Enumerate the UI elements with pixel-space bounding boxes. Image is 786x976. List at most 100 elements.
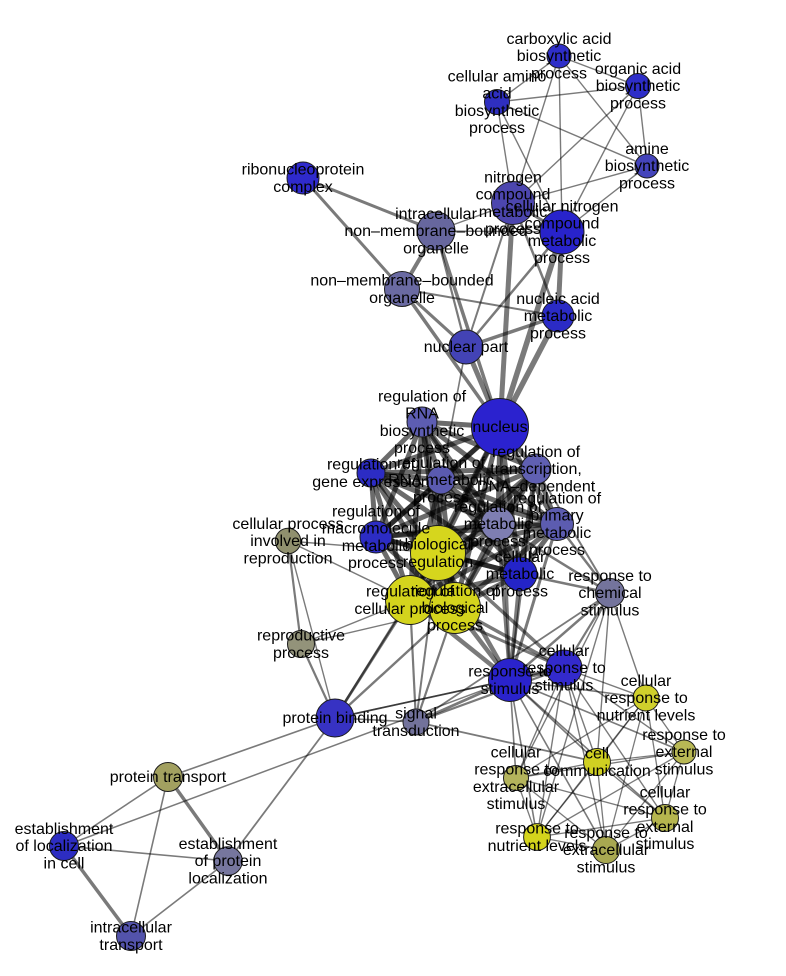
svg-text:acid: acid — [482, 86, 511, 103]
svg-text:nucleic acid: nucleic acid — [516, 291, 600, 308]
svg-text:process: process — [534, 250, 590, 267]
svg-text:nutrient levels: nutrient levels — [597, 707, 696, 724]
svg-text:reproductive: reproductive — [257, 628, 345, 645]
svg-text:amine: amine — [625, 141, 669, 158]
svg-text:process: process — [273, 645, 329, 662]
svg-text:metabolic: metabolic — [523, 525, 591, 542]
svg-text:regulation of: regulation of — [332, 503, 421, 520]
svg-text:process: process — [492, 583, 548, 600]
svg-text:communication: communication — [543, 763, 651, 780]
svg-text:macromolecule: macromolecule — [322, 521, 431, 538]
svg-text:intracellular: intracellular — [395, 206, 477, 223]
svg-text:organelle: organelle — [403, 240, 469, 257]
svg-text:metabolic: metabolic — [524, 308, 592, 325]
svg-text:metabolic: metabolic — [528, 233, 596, 250]
svg-text:cellular: cellular — [491, 744, 542, 761]
svg-text:protein binding: protein binding — [283, 710, 388, 727]
svg-text:metabolic: metabolic — [479, 204, 547, 221]
svg-text:transport: transport — [99, 937, 163, 954]
svg-text:external: external — [637, 819, 694, 836]
svg-text:cell: cell — [585, 746, 609, 763]
svg-text:response to: response to — [468, 664, 552, 681]
svg-text:gene expression: gene expression — [312, 474, 429, 491]
svg-text:regulation of: regulation of — [492, 444, 581, 461]
svg-text:biosynthetic: biosynthetic — [596, 78, 681, 95]
svg-text:establishment: establishment — [179, 836, 278, 853]
svg-text:establishment: establishment — [15, 821, 114, 838]
svg-text:cellular amino: cellular amino — [448, 68, 547, 85]
svg-text:metabolic: metabolic — [464, 516, 532, 533]
svg-text:non–membrane–bounded: non–membrane–bounded — [310, 273, 493, 290]
svg-text:in cell: in cell — [44, 855, 85, 872]
svg-text:of localization: of localization — [16, 838, 113, 855]
svg-text:transcription,: transcription, — [490, 461, 582, 478]
svg-text:process: process — [470, 533, 526, 550]
svg-text:carboxylic acid: carboxylic acid — [507, 31, 612, 48]
svg-text:process: process — [610, 95, 666, 112]
svg-text:stimulus: stimulus — [636, 836, 695, 853]
svg-text:non–membrane–bounded: non–membrane–bounded — [344, 223, 527, 240]
svg-text:response to: response to — [564, 825, 648, 842]
svg-text:biosynthetic: biosynthetic — [605, 158, 690, 175]
svg-text:primary: primary — [530, 508, 583, 525]
svg-text:regulation of: regulation of — [397, 455, 486, 472]
svg-text:response to: response to — [568, 568, 652, 585]
svg-text:cellular: cellular — [539, 643, 590, 660]
svg-text:biological: biological — [405, 537, 472, 554]
svg-text:process: process — [413, 489, 469, 506]
svg-text:protein transport: protein transport — [110, 769, 227, 786]
svg-text:external: external — [656, 744, 713, 761]
svg-text:organic acid: organic acid — [595, 61, 681, 78]
svg-text:involved in: involved in — [250, 533, 326, 550]
svg-text:response to: response to — [604, 690, 688, 707]
svg-text:organelle: organelle — [369, 290, 435, 307]
svg-text:biosynthetic: biosynthetic — [455, 103, 540, 120]
svg-text:RNA metabolic: RNA metabolic — [388, 472, 494, 489]
svg-text:stimulus: stimulus — [535, 677, 594, 694]
svg-text:localization: localization — [188, 870, 267, 887]
svg-text:compound: compound — [476, 187, 551, 204]
svg-text:cellular: cellular — [621, 673, 672, 690]
svg-text:nucleus: nucleus — [472, 419, 527, 436]
svg-text:regulation of: regulation of — [411, 583, 500, 600]
svg-text:nuclear part: nuclear part — [424, 339, 509, 356]
svg-text:RNA: RNA — [405, 406, 439, 423]
svg-text:process: process — [530, 325, 586, 342]
svg-text:regulation of: regulation of — [327, 457, 416, 474]
svg-text:process: process — [529, 542, 585, 559]
svg-text:cellular nitrogen: cellular nitrogen — [506, 198, 619, 215]
svg-text:process: process — [394, 440, 450, 457]
svg-text:nutrient levels: nutrient levels — [488, 838, 587, 855]
svg-text:response to: response to — [522, 660, 606, 677]
svg-text:biosynthetic: biosynthetic — [380, 423, 465, 440]
svg-text:signal: signal — [395, 706, 437, 723]
svg-text:metabolic: metabolic — [342, 538, 410, 555]
svg-text:process: process — [531, 65, 587, 82]
svg-text:transduction: transduction — [372, 723, 459, 740]
svg-text:stimulus: stimulus — [487, 796, 546, 813]
svg-text:cellular process: cellular process — [354, 601, 465, 618]
svg-text:process: process — [619, 175, 675, 192]
svg-text:cellular: cellular — [495, 549, 546, 566]
svg-text:ribonucleoprotein: ribonucleoprotein — [242, 162, 365, 179]
svg-text:extracellular: extracellular — [473, 779, 560, 796]
svg-text:biological: biological — [422, 600, 489, 617]
svg-text:regulation of: regulation of — [378, 388, 467, 405]
svg-text:extracellular: extracellular — [563, 842, 650, 859]
svg-text:stimulus: stimulus — [581, 602, 640, 619]
svg-text:of protein: of protein — [195, 853, 262, 870]
svg-text:biosynthetic: biosynthetic — [517, 48, 602, 65]
svg-text:regulation of: regulation of — [513, 490, 602, 507]
svg-text:response to: response to — [642, 727, 726, 744]
svg-text:reproduction: reproduction — [244, 550, 333, 567]
svg-text:response to: response to — [474, 762, 558, 779]
svg-text:DNA–dependent: DNA–dependent — [477, 478, 596, 495]
svg-text:process: process — [427, 617, 483, 634]
svg-text:intracellular: intracellular — [90, 920, 172, 937]
svg-text:stimulus: stimulus — [655, 761, 714, 778]
svg-text:regulation: regulation — [403, 554, 473, 571]
svg-text:stimulus: stimulus — [481, 681, 540, 698]
svg-text:stimulus: stimulus — [577, 859, 636, 876]
svg-text:process: process — [348, 555, 404, 572]
svg-text:response to: response to — [623, 802, 707, 819]
